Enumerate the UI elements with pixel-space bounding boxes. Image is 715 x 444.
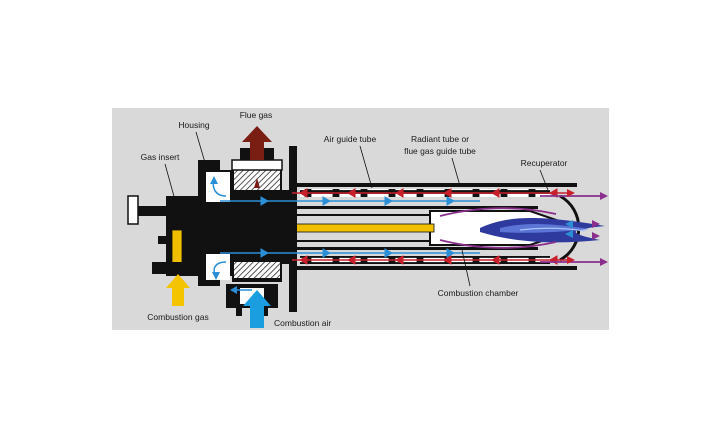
label-radiant-tube-line1: Radiant tube or bbox=[411, 134, 469, 144]
tail-arrows bbox=[565, 189, 575, 264]
flue-gas-inner-arrow bbox=[254, 178, 260, 188]
mixed-flow-arrowheads bbox=[592, 192, 608, 266]
label-combustion-air: Combustion air bbox=[274, 318, 331, 328]
flange-plate bbox=[289, 146, 297, 312]
lance-inner-bottom bbox=[210, 240, 430, 242]
label-combustion-gas: Combustion gas bbox=[147, 312, 208, 322]
combustion-air-arrow bbox=[243, 290, 271, 328]
label-flue-gas: Flue gas bbox=[240, 110, 273, 120]
gas-insert-valve-stem bbox=[136, 206, 168, 216]
air-flow-bottom bbox=[220, 248, 480, 258]
air-guide-tube-inner-bottom bbox=[220, 247, 538, 250]
label-combustion-chamber: Combustion chamber bbox=[438, 288, 519, 298]
housing-insulation-bottom bbox=[234, 262, 280, 278]
housing-air-arrowheads bbox=[210, 176, 237, 294]
lance-inner-top bbox=[210, 214, 430, 216]
radiant-tube-top-wall bbox=[292, 183, 577, 187]
label-housing: Housing bbox=[178, 120, 209, 130]
air-inlet-bolt-left bbox=[236, 306, 242, 316]
air-flow-top bbox=[220, 196, 480, 206]
flue-flow-bottom bbox=[292, 255, 572, 265]
housing-air-cavity-bottom bbox=[206, 254, 230, 280]
gas-inlet-fitting bbox=[152, 262, 188, 274]
flame bbox=[480, 218, 605, 243]
flue-gas-arrow bbox=[242, 126, 272, 160]
flue-gas-outlet bbox=[231, 159, 283, 171]
combustion-gas-arrow bbox=[166, 274, 190, 306]
gas-insert-valve-knob bbox=[127, 195, 139, 225]
air-guide-tube-inner-top bbox=[220, 206, 538, 209]
label-air-guide-tube: Air guide tube bbox=[324, 134, 377, 144]
housing-air-cavity-top bbox=[206, 172, 230, 202]
leader-lines bbox=[164, 131, 549, 287]
flue-flow-top bbox=[292, 188, 572, 198]
gas-insert-side-plug bbox=[158, 236, 168, 244]
air-inlet-bolt-right bbox=[262, 306, 268, 316]
label-recuperator: Recuperator bbox=[521, 158, 568, 168]
label-radiant-tube-line2: flue gas guide tube bbox=[404, 146, 476, 156]
radiant-tube-bottom-wall bbox=[292, 266, 577, 270]
label-gas-insert: Gas insert bbox=[141, 152, 180, 162]
